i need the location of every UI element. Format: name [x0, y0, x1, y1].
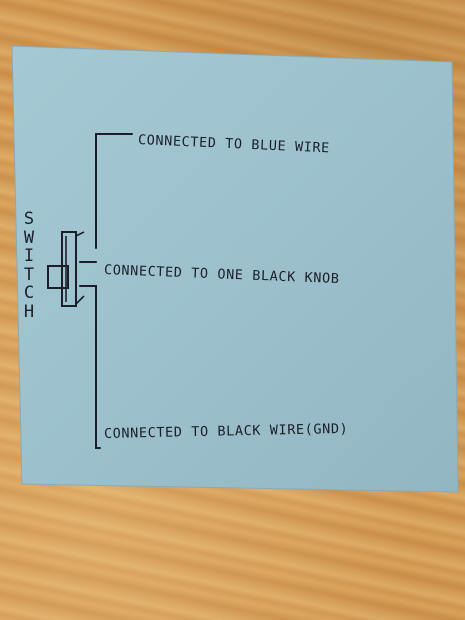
switch-symbol — [47, 231, 85, 307]
switch-letter: T — [23, 264, 35, 285]
switch-letter: C — [23, 283, 35, 303]
wire-line-blue — [95, 133, 133, 249]
wire-line-ground — [79, 285, 101, 449]
switch-letter: S — [23, 209, 35, 229]
switch-letter: H — [23, 301, 35, 322]
switch-label: S W I T C H — [14, 210, 44, 321]
switch-letter: W — [23, 227, 35, 248]
switch-letter: I — [23, 246, 35, 266]
note-paper — [11, 45, 459, 493]
